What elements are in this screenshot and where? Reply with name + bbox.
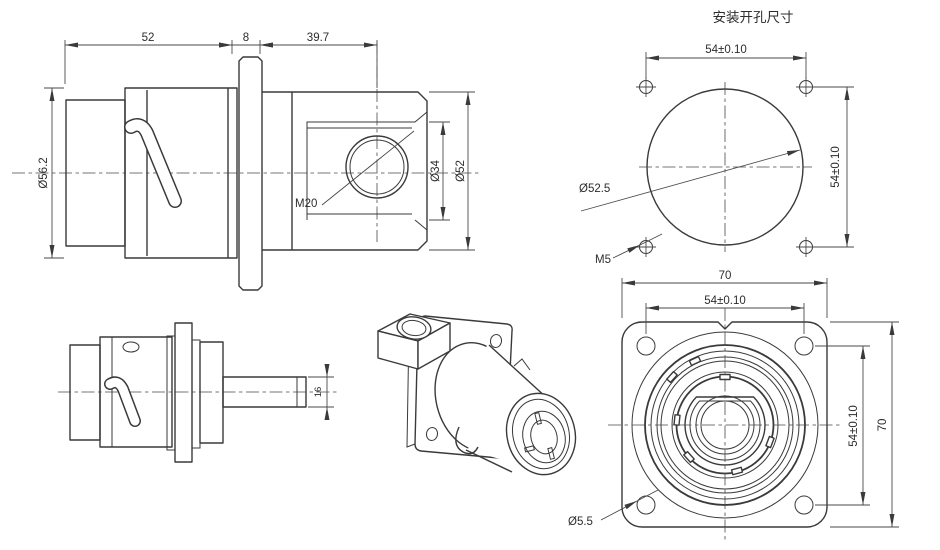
front-socket-dshape [684, 396, 766, 466]
dim-label-m20: M20 [295, 198, 317, 210]
dim-label-dia-52: Ø52 [455, 160, 467, 182]
view-mounting-holes: 安装开孔尺寸 54±0.10 [579, 10, 854, 266]
lever-pivot-cutout [122, 341, 140, 353]
flange-outline-2 [174, 322, 193, 463]
iso-socket-key [547, 447, 555, 460]
leader-bore-diameter: Ø52.5 [579, 149, 801, 212]
screw-hole-bottom-left [636, 237, 656, 257]
view-isometric [377, 313, 577, 476]
dim-outer-diameter: Ø52 [429, 91, 475, 251]
iso-socket-key [534, 412, 542, 425]
dim-front-hole-spacing-v: 54±0.10 [815, 345, 870, 506]
view-side: 16 [58, 322, 338, 463]
dim-front-width: 39.7 [260, 32, 378, 88]
dim-flange-width: 8 [219, 32, 273, 54]
front-flange-plate [621, 321, 828, 528]
dim-label-54-top: 54±0.10 [704, 295, 746, 307]
dim-label-m5: M5 [595, 254, 611, 266]
screw-hole-bottom-right [796, 237, 816, 257]
dim-label-70-top: 70 [719, 270, 732, 282]
dim-label-70-right: 70 [877, 419, 889, 432]
dim-label-54-right: 54±0.10 [848, 405, 860, 447]
dim-label-54-v: 54±0.10 [830, 146, 842, 188]
dim-label-dia-56-2: Ø56.2 [38, 157, 50, 188]
dim-hole-spacing-horizontal: 54±0.10 [645, 44, 807, 79]
leader-corner-hole-diameter: Ø5.5 [568, 489, 659, 528]
dim-flange-width: 70 [621, 270, 828, 318]
iso-connector-body [434, 342, 577, 476]
dim-label-dia-52-5: Ø52.5 [579, 183, 610, 195]
iso-body-notch [513, 358, 531, 371]
dim-label-dia-5-5: Ø5.5 [568, 516, 593, 528]
housing-outline-2 [199, 341, 224, 444]
screw-hole-top-right [796, 77, 816, 97]
front-ring-tab [730, 466, 744, 476]
flange-outline [238, 56, 263, 291]
leader-screw-thread: M5 [595, 233, 663, 266]
dim-label-16: 16 [313, 387, 324, 398]
mounting-view-title: 安装开孔尺寸 [713, 10, 794, 25]
thread-minor-circle [349, 139, 405, 195]
thread-bore-circle [345, 135, 409, 199]
front-ring-tab [765, 435, 775, 449]
front-ring-tab [688, 355, 702, 367]
front-ring-tab [673, 414, 681, 426]
dim-label-39-7: 39.7 [307, 32, 329, 44]
front-corner-hole [636, 336, 656, 356]
iso-plate-hole [489, 334, 503, 348]
screw-hole-top-left [636, 77, 656, 97]
dim-shaft-diameter: 16 [308, 364, 334, 420]
dim-label-dia-34: Ø34 [430, 160, 442, 182]
front-corner-hole [794, 336, 814, 356]
end-cap-outline-2 [69, 344, 101, 441]
iso-plate-hole [425, 427, 439, 441]
front-ring-tab [683, 450, 695, 464]
iso-terminal-block [377, 313, 451, 370]
locking-lever-2 [104, 376, 141, 427]
dim-label-54-h: 54±0.10 [705, 44, 747, 56]
housing-outline [262, 91, 428, 251]
dim-label-52: 52 [142, 32, 155, 44]
dim-label-8: 8 [243, 32, 249, 44]
iso-lever-clip [455, 426, 479, 455]
locking-lever [124, 118, 182, 208]
iso-socket-key [524, 445, 535, 453]
dim-inner-diameter: Ø34 [429, 121, 450, 221]
dim-hole-spacing-vertical: 54±0.10 [814, 86, 854, 248]
thread-leader [321, 130, 415, 206]
dim-body-width: 52 [64, 32, 233, 84]
front-corner-hole [794, 495, 814, 515]
dim-body-diameter: Ø56.2 [38, 87, 64, 259]
view-side-section: 52 8 39.7 Ø56.2 M20 Ø34 [12, 32, 482, 291]
dim-flange-height: 70 [830, 321, 899, 528]
barrel-outline [124, 87, 238, 259]
view-front: 70 54±0.10 54±0.10 70 Ø5.5 [568, 270, 899, 542]
dim-front-hole-spacing-h: 54±0.10 [645, 295, 805, 334]
terminal-shaft [222, 376, 307, 408]
front-ring-tab [666, 370, 678, 384]
barrel-outline-2 [99, 336, 173, 448]
